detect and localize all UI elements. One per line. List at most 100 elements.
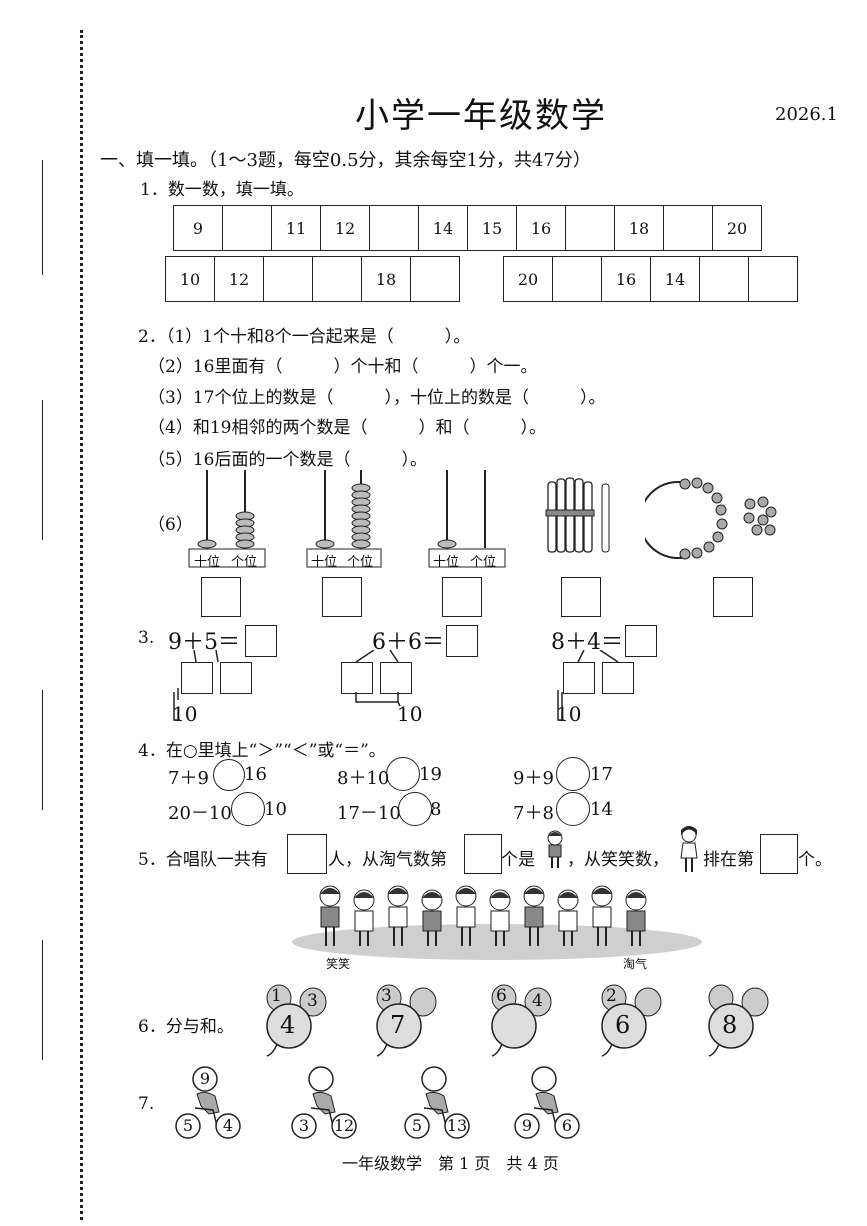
q2-part-6: （6） xyxy=(148,515,193,535)
q3-split-2b[interactable] xyxy=(380,662,412,694)
q4-circle-6[interactable] xyxy=(556,792,590,826)
radish-icon xyxy=(266,984,327,1057)
choir-child-figure xyxy=(353,889,375,946)
q4-left-3: 9＋9 xyxy=(513,768,554,789)
number-cell[interactable] xyxy=(222,205,272,251)
abacus-3-answer-box[interactable] xyxy=(442,577,482,617)
bike-top-number: 9 xyxy=(199,1069,211,1088)
number-cell: 20 xyxy=(503,256,553,302)
radish-part-a: 6 xyxy=(496,986,507,1006)
bicycle-rider-icon xyxy=(514,1066,580,1139)
number-cell: 15 xyxy=(467,205,517,251)
number-cell: 12 xyxy=(320,205,370,251)
bicycle-rider-icon xyxy=(404,1066,470,1139)
number-cell[interactable] xyxy=(263,256,313,302)
q4-right-5: 8 xyxy=(430,799,442,820)
abacus-1-tens-label: 十位 xyxy=(194,555,221,570)
q3-split-1a[interactable] xyxy=(181,662,213,694)
number-cell[interactable] xyxy=(369,205,419,251)
number-cell[interactable] xyxy=(552,256,602,302)
number-cell: 10 xyxy=(165,256,215,302)
number-cell[interactable] xyxy=(565,205,615,251)
beads-answer-box[interactable] xyxy=(713,577,753,617)
abacus-1-ones-label: 个位 xyxy=(231,555,258,570)
radish-icon xyxy=(601,984,662,1057)
number-cell: 11 xyxy=(271,205,321,251)
number-cell: 9 xyxy=(173,205,223,251)
q3-expr-1: 9＋5＝ xyxy=(168,630,240,655)
number-cell: 16 xyxy=(516,205,566,251)
q3-split-3b[interactable] xyxy=(602,662,634,694)
stick-bundle-icon xyxy=(545,477,610,553)
q5-text-4: ，从笑笑数， xyxy=(567,850,669,870)
q3-split-lines xyxy=(173,650,619,721)
q2-part-2: （2）16里面有（ ）个十和（ ）个一。 xyxy=(148,357,538,377)
q5-rank-box[interactable] xyxy=(760,834,798,874)
binding-line-3 xyxy=(42,690,43,810)
number-cell: 18 xyxy=(361,256,411,302)
xiaoxiao-label: 笑笑 xyxy=(326,957,351,971)
q4-right-6: 14 xyxy=(590,799,613,820)
boy-figure-icon xyxy=(547,830,563,868)
q4-circle-4[interactable] xyxy=(231,792,265,826)
q2-part-5: （5）16后面的一个数是（ ）。 xyxy=(148,450,427,470)
q4-circle-3[interactable] xyxy=(556,757,590,791)
q3-ten-3: 10 xyxy=(556,702,582,726)
choir-child-figure xyxy=(523,885,545,946)
bike-right-number: 4 xyxy=(222,1116,234,1135)
abacus-1-answer-box[interactable] xyxy=(201,577,241,617)
q3-answer-2[interactable] xyxy=(446,625,478,657)
q3-split-3a[interactable] xyxy=(563,662,595,694)
q4-circle-2[interactable] xyxy=(386,757,420,791)
choir-child-figure xyxy=(489,889,511,946)
q3-answer-1[interactable] xyxy=(245,625,277,657)
radish-part-b: 4 xyxy=(532,991,543,1011)
q3-label: 3. xyxy=(138,628,155,648)
sticks-answer-box[interactable] xyxy=(561,577,601,617)
taoqi-label: 淘气 xyxy=(623,957,648,971)
abacus-1 xyxy=(188,470,266,568)
bead-circle-icon xyxy=(645,477,777,560)
choir-child-figure xyxy=(455,885,477,946)
bike-left-number: 5 xyxy=(182,1116,194,1135)
radish-sum: 7 xyxy=(390,1011,406,1039)
bike-left-number: 9 xyxy=(521,1116,533,1135)
choir-child-figure xyxy=(421,889,443,946)
q5-position-box[interactable] xyxy=(464,834,502,874)
q3-split-1b[interactable] xyxy=(220,662,252,694)
abacus-2-answer-box[interactable] xyxy=(322,577,362,617)
q5-text-3: 个是 xyxy=(501,850,535,870)
radish-icon xyxy=(491,984,552,1057)
q2-part-1: 2．（1）1个十和8个一合起来是（ ）。 xyxy=(138,327,471,347)
q4-circle-5[interactable] xyxy=(398,792,432,826)
number-cell[interactable] xyxy=(748,256,798,302)
abacus-2-ones-label: 个位 xyxy=(347,555,374,570)
q4-left-4: 20－10 xyxy=(168,803,232,824)
abacus-2 xyxy=(306,470,382,568)
q3-split-2a[interactable] xyxy=(341,662,373,694)
number-cell[interactable] xyxy=(663,205,713,251)
number-cell[interactable] xyxy=(410,256,460,302)
number-cell: 16 xyxy=(601,256,651,302)
bicycle-rider-icon xyxy=(291,1066,357,1139)
q7-label: 7. xyxy=(138,1094,155,1114)
q4-right-4: 10 xyxy=(264,799,287,820)
q4-circle-1[interactable] xyxy=(213,759,245,791)
number-cell[interactable] xyxy=(699,256,749,302)
binding-line-2 xyxy=(42,400,43,540)
q5-total-box[interactable] xyxy=(287,834,327,874)
q3-answer-3[interactable] xyxy=(625,625,657,657)
q5-text-2: 人，从淘气数第 xyxy=(328,850,447,870)
radish-part-a: 1 xyxy=(271,986,282,1006)
choir-child-figure xyxy=(625,889,647,946)
radish-icon xyxy=(376,984,437,1057)
number-cell: 14 xyxy=(650,256,700,302)
choir-child-figure xyxy=(387,885,409,946)
choir-child-figure xyxy=(557,889,579,946)
q4-left-1: 7＋9 xyxy=(168,768,209,789)
number-cell[interactable] xyxy=(312,256,362,302)
binding-line-1 xyxy=(42,160,43,275)
